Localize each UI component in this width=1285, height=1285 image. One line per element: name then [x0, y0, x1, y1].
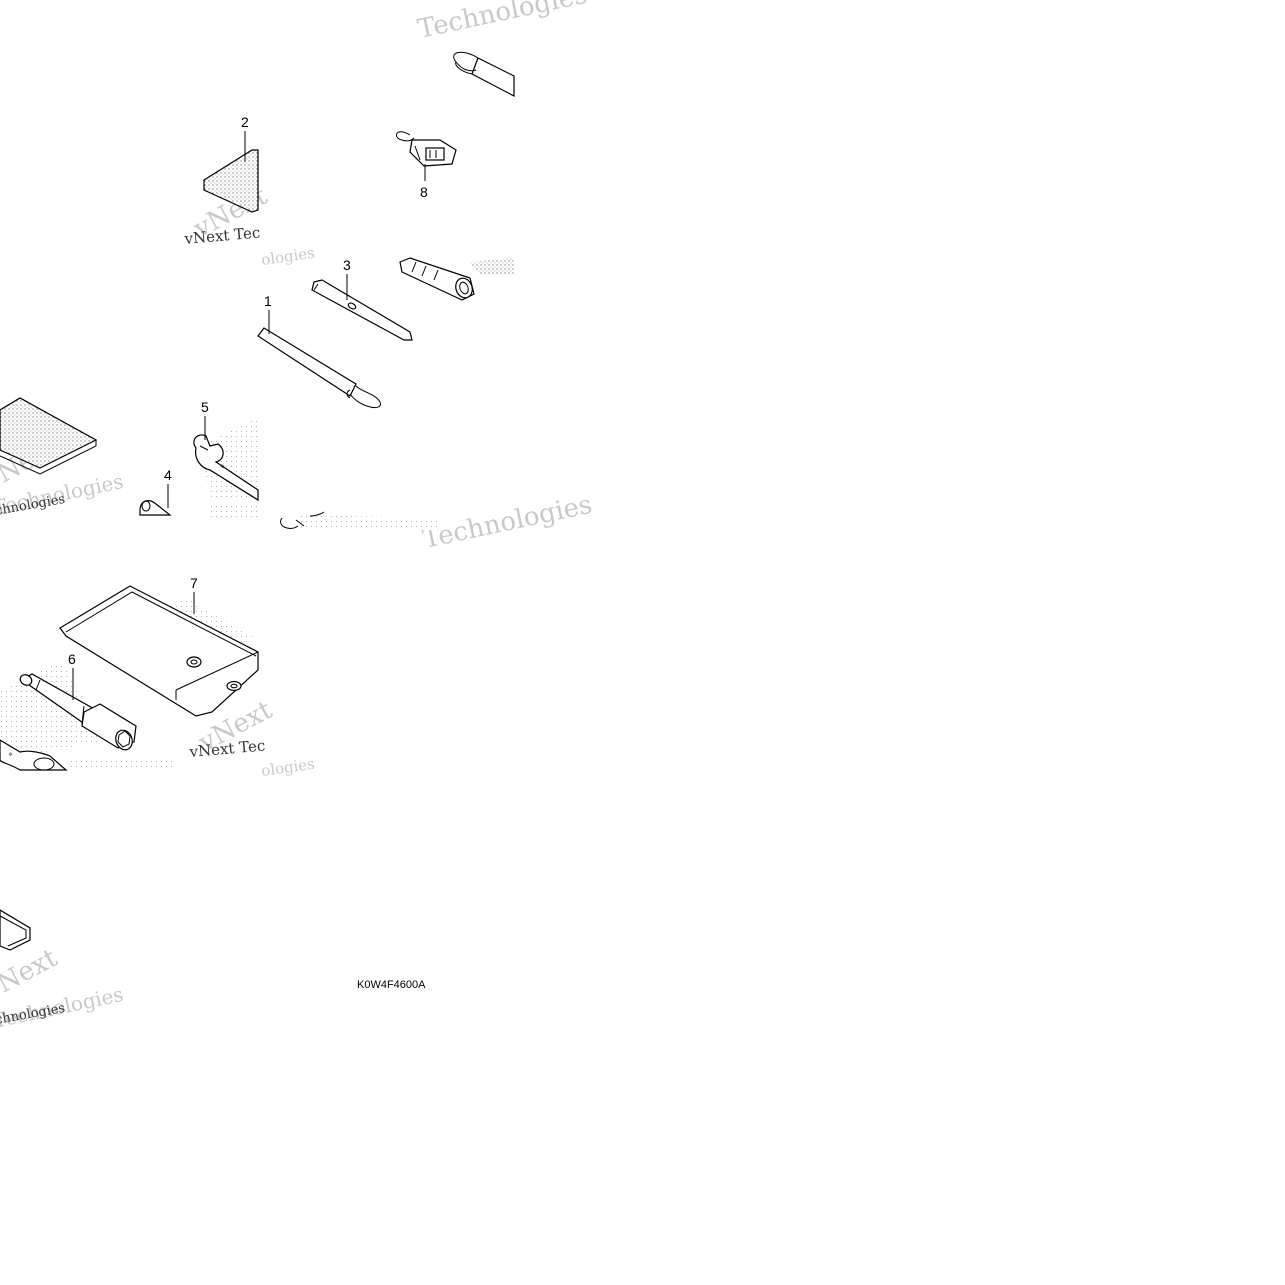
watermark-tech-mid: Technologies [420, 490, 595, 555]
callout-5: 5 [201, 399, 209, 415]
dot-shading [0, 258, 514, 770]
screwdriver-bit-part [311, 279, 413, 341]
svg-text:≡: ≡ [7, 752, 13, 759]
pad-upper-part [203, 149, 259, 213]
socket-part [139, 500, 172, 516]
wrench-part: ≡ [193, 434, 259, 502]
callout-4: 4 [164, 467, 172, 483]
watermark-tech-top: Technologies [415, 0, 590, 45]
callout-8: 8 [420, 184, 428, 200]
ring-wrench-part: ≡ [0, 739, 68, 771]
reference-code: K0W4F4600A [357, 979, 426, 991]
clip-part [280, 511, 325, 529]
screwdriver-handle-part [399, 257, 475, 301]
tool-bag-part [59, 585, 259, 717]
pad-lower-part [0, 397, 98, 475]
sheet-corner-part [0, 909, 31, 951]
callout-3: 3 [343, 257, 351, 273]
callout-1: 1 [264, 293, 272, 309]
box-spanner-part [19, 673, 137, 751]
connector-part [395, 131, 457, 167]
cable-rod-part [257, 327, 381, 409]
watermark-group: Technologies Technologies vNext vNext Te… [0, 0, 595, 1033]
callout-7: 7 [190, 575, 198, 591]
watermark-ologies-a: ologies [260, 244, 316, 269]
watermark-ologies-b: ologies [260, 755, 316, 780]
svg-text:≡: ≡ [219, 464, 225, 471]
leader-lines [72, 131, 426, 700]
callout-6: 6 [68, 651, 76, 667]
callouts: 1 2 3 4 5 6 7 8 [68, 114, 428, 667]
callout-2: 2 [241, 114, 249, 130]
cable-top-part [453, 51, 515, 97]
